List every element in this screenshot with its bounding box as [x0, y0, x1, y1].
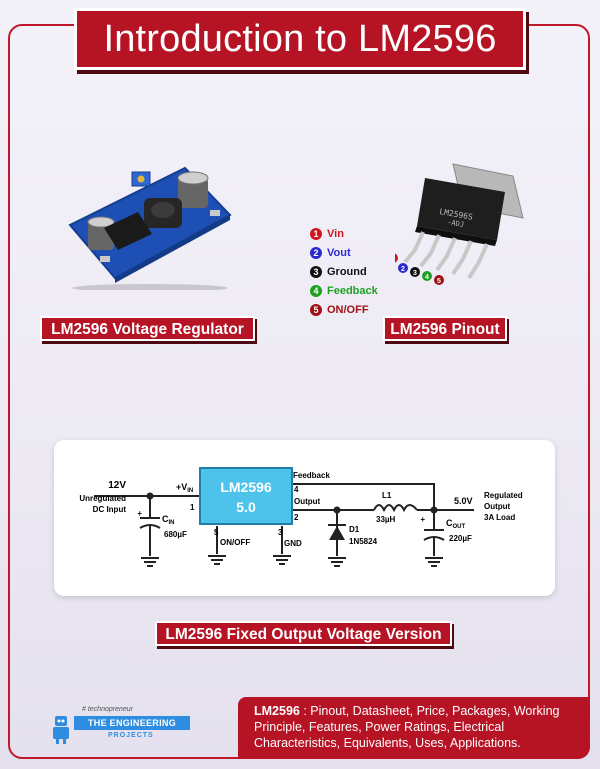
output-voltage: 5.0V [454, 496, 473, 506]
pin-marker-2: 2 [398, 263, 408, 273]
module-board-illustration [68, 166, 232, 290]
pin-marker-1: 1 [395, 253, 398, 263]
pin-label: Vin [327, 227, 344, 240]
logo-tagline: # technopreneur [82, 706, 133, 713]
feedback-label: Feedback [293, 471, 330, 480]
lm2596-ic-block [199, 467, 293, 525]
title-banner: Introduction to LM2596 [74, 8, 526, 70]
pin-legend-item: 4 Feedback [310, 281, 378, 300]
pin-label: Ground [327, 265, 367, 278]
pin-5-label: 5 [214, 528, 219, 537]
footer-description: LM2596 : Pinout, Datasheet, Price, Packa… [238, 697, 590, 759]
cout-value: 220µF [449, 534, 472, 543]
vin-label: +VIN [176, 482, 193, 494]
junction [146, 492, 154, 500]
chip-pin-3 [435, 237, 457, 272]
logo-main: THE ENGINEERING [74, 716, 190, 730]
junction [430, 506, 438, 514]
cout-plus-sign: + [420, 515, 425, 524]
pin-marker-5: 5 [434, 275, 444, 285]
pin-number-badge: 4 [310, 284, 322, 297]
pin-number-badge: 5 [310, 303, 322, 316]
ground-symbols [141, 555, 443, 567]
output-desc-2: Output [484, 502, 511, 511]
input-desc-2: DC Input [93, 505, 127, 514]
circuit-caption: LM2596 Fixed Output Voltage Version [155, 621, 452, 646]
module-caption: LM2596 Voltage Regulator [40, 316, 255, 341]
junction [333, 506, 341, 514]
gnd-label: GND [284, 539, 302, 548]
logo-sub: PROJECTS [108, 732, 154, 739]
pinout-caption: LM2596 Pinout [383, 316, 507, 341]
on-off-label: ON/OFF [220, 538, 250, 547]
pin-label: Feedback [327, 284, 378, 297]
l1-name: L1 [382, 491, 392, 500]
chip-marking-line-2: -ADJ [447, 218, 465, 229]
engineering-projects-logo: # technopreneur THE ENGINEERING PROJECTS [50, 706, 200, 746]
pcb-pad [210, 210, 220, 216]
chip-pin-1 [403, 231, 425, 264]
chip-pin-2 [419, 234, 441, 268]
pin-marker-4: 4 [422, 271, 432, 281]
cin-value: 680µF [164, 530, 187, 539]
ic-name: LM2596 [220, 479, 272, 495]
chip-body-side [415, 226, 497, 246]
pin-3-label: 3 [278, 528, 283, 537]
ic-value: 5.0 [236, 499, 256, 515]
capacitor-cin-plate-bottom [139, 524, 161, 529]
inductor [144, 198, 182, 228]
svg-text:4: 4 [425, 274, 429, 281]
pin-4-label: 4 [294, 485, 299, 494]
pcb-board-edge [115, 215, 230, 283]
potentiometer-screw [137, 175, 145, 183]
pin-number-badge: 3 [310, 265, 322, 278]
inductor-coil [373, 504, 418, 513]
pin-legend-item: 5 ON/OFF [310, 300, 378, 319]
pin-1-label: 1 [190, 503, 195, 512]
svg-text:2: 2 [401, 266, 405, 273]
input-voltage: 12V [108, 480, 126, 491]
cin-label: CIN [162, 514, 175, 526]
footer-text: : Pinout, Datasheet, Price, Packages, Wo… [254, 704, 560, 750]
input-desc-1: Unregulated [79, 494, 126, 503]
pin-legend-item: 3 Ground [310, 262, 378, 281]
pin-number-badge: 1 [310, 227, 322, 240]
cin-plus-sign: + [137, 509, 142, 518]
page-title: Introduction to LM2596 [103, 17, 497, 60]
diode-symbol [329, 526, 345, 540]
page-frame [8, 24, 590, 759]
robot-icon [53, 716, 69, 744]
d1-name: D1 [349, 525, 360, 534]
wire-feedback [292, 483, 435, 510]
pin-label: ON/OFF [327, 303, 369, 316]
pcb-pad [100, 256, 110, 262]
output-desc-1: Regulated [484, 491, 523, 500]
pin-2-label: 2 [294, 513, 299, 522]
chip-illustration: LM2596S -ADJ 1 2 3 4 5 [395, 163, 524, 285]
chip-pin-4 [451, 240, 473, 276]
pin-marker-3: 3 [410, 267, 420, 277]
pin-label: Vout [327, 246, 351, 259]
chip-body [417, 178, 505, 240]
d1-part: 1N5824 [349, 537, 378, 546]
circuit-schematic: LM2596 5.0 12V Unregulated DC Input +VIN… [79, 467, 523, 567]
footer-bold: LM2596 [254, 704, 300, 718]
output-desc-3: 3A Load [484, 513, 515, 522]
pin-number-badge: 2 [310, 246, 322, 259]
l1-value: 33µH [376, 515, 396, 524]
svg-text:5: 5 [437, 278, 441, 285]
pin-legend-item: 1 Vin [310, 224, 378, 243]
regulator-ic [104, 212, 152, 250]
cout-label: COUT [446, 518, 466, 530]
output-capacitor [177, 171, 209, 208]
pin-legend: 1 Vin 2 Vout 3 Ground 4 Feedback 5 ON/OF… [310, 224, 378, 319]
circuit-card: LM2596 5.0 12V Unregulated DC Input +VIN… [54, 440, 555, 596]
svg-text:3: 3 [413, 270, 417, 277]
chip-pin-5 [467, 243, 489, 280]
pin-legend-item: 2 Vout [310, 243, 378, 262]
capacitor-cout-plate-bottom [423, 536, 445, 541]
board-shadow [72, 284, 228, 290]
output-label: Output [294, 497, 321, 506]
